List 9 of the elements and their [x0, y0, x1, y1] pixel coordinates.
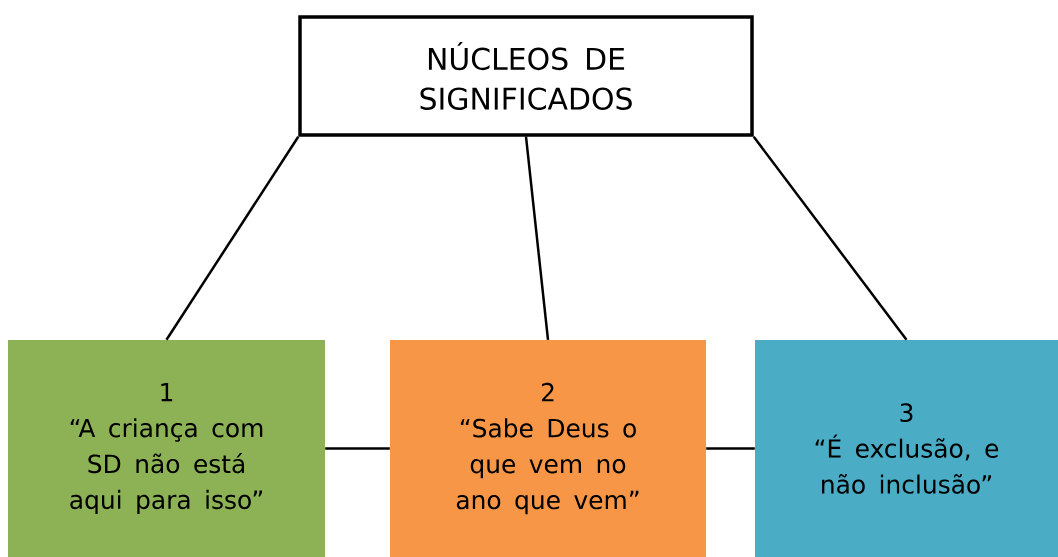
connector-line — [165, 136, 300, 341]
connector-line — [325, 447, 390, 450]
title-box: NÚCLEOS DE SIGNIFICADOS — [298, 15, 754, 137]
connector-line — [706, 447, 755, 450]
connector-line — [752, 136, 908, 341]
quote-box: 1 “A criança com SD não está aqui para isso” — [8, 340, 325, 557]
connector-line — [524, 136, 550, 340]
quote-box: 3 “É exclusão, e não inclusão” — [755, 340, 1058, 557]
quote-box: 2 “Sabe Deus o que vem no ano que vem” — [390, 340, 706, 557]
